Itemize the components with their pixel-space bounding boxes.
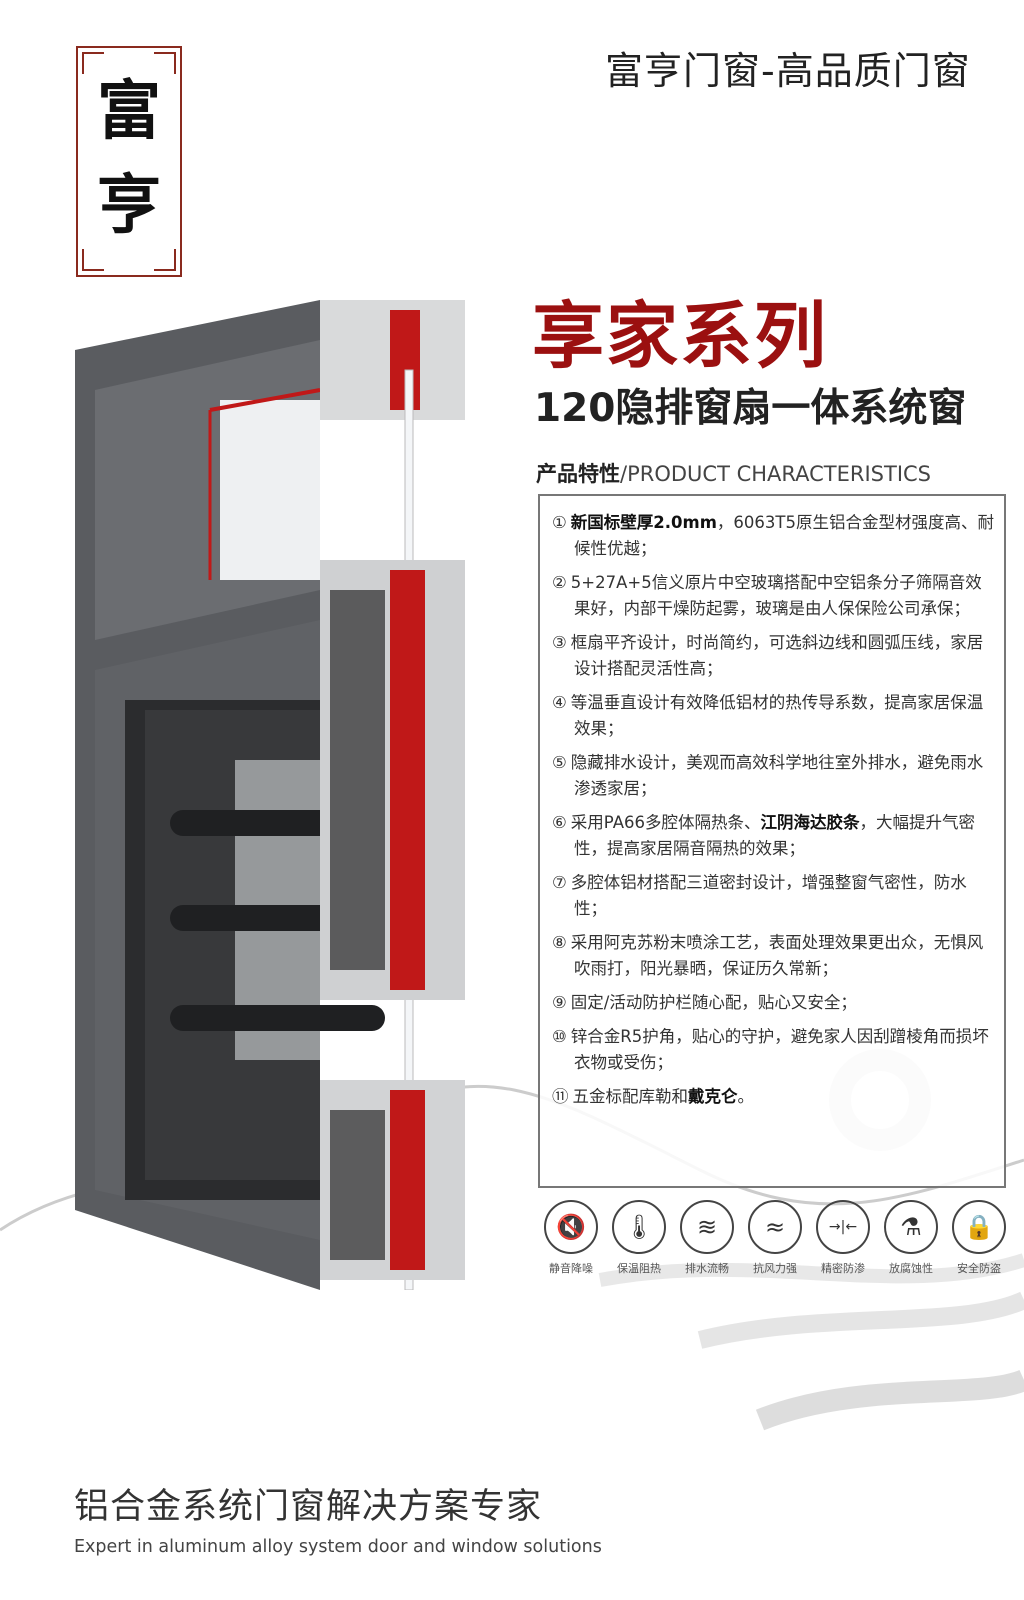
characteristic-text: 固定/活动防护栏随心配，贴心又安全； [570, 993, 857, 1012]
characteristics-heading: 产品特性/PRODUCT CHARACTERISTICS [536, 460, 931, 488]
feature-badge: ⚗ 放腐蚀性 [880, 1200, 942, 1276]
heading-en: PRODUCT CHARACTERISTICS [627, 462, 932, 486]
characteristic-number: ⑦ [552, 873, 567, 892]
feature-badge: 🔒 安全防盗 [948, 1200, 1010, 1276]
feature-label: 静音降噪 [549, 1262, 593, 1275]
shield-lock-icon: 🔒 [952, 1200, 1006, 1254]
characteristic-bold: 新国标壁厚2.0mm [570, 513, 717, 532]
seal-arrows-icon: →|← [816, 1200, 870, 1254]
logo-char-2: 亨 [97, 168, 161, 243]
characteristic-number: ⑪ [552, 1087, 569, 1106]
feature-badge: 🔇 静音降噪 [540, 1200, 602, 1276]
characteristic-text: 。 [737, 1087, 755, 1106]
brand-logo: 富 亨 [76, 46, 182, 277]
feature-label: 保温阻热 [617, 1262, 661, 1275]
water-flow-icon: ≋ [680, 1200, 734, 1254]
feature-icons-row: 🔇 静音降噪 🌡 保温阻热 ≋ 排水流畅 ≈ 抗风力强 →|← 精密防渗 ⚗ 放腐蚀性 🔒 安全防盗 [540, 1200, 1010, 1276]
characteristic-text: 隐藏排水设计，美观而高效科学地往室外排水，避免雨水渗透家居； [570, 753, 984, 798]
feature-badge: 🌡 保温阻热 [608, 1200, 670, 1276]
characteristic-text: 锌合金R5护角，贴心的守护，避免家人因刮蹭棱角而损坏衣物或受伤； [570, 1027, 989, 1072]
characteristic-number: ⑥ [552, 813, 567, 832]
corrosion-icon: ⚗ [884, 1200, 938, 1254]
logo-char-1: 富 [97, 74, 161, 149]
feature-badge: ≋ 排水流畅 [676, 1200, 738, 1276]
characteristic-text: ，6063T5原生铝合金型材强度高、耐候性优越； [574, 513, 994, 558]
characteristic-text: 等温垂直设计有效降低铝材的热传导系数，提高家居保温效果； [570, 693, 984, 738]
feature-badge: →|← 精密防渗 [812, 1200, 874, 1276]
product-subtitle: 120隐排窗扇一体系统窗 [534, 386, 967, 431]
feature-badge: ≈ 抗风力强 [744, 1200, 806, 1276]
heading-cn: 产品特性 [536, 462, 620, 486]
feature-label: 抗风力强 [753, 1262, 797, 1275]
characteristic-text: 采用阿克苏粉末喷涂工艺，表面处理效果更出众，无惧风吹雨打，阳光暴晒，保证历久常新… [570, 933, 984, 978]
characteristic-text: 多腔体铝材搭配三道密封设计，增强整窗气密性，防水性； [570, 873, 967, 918]
characteristic-text: 五金标配库勒和 [572, 1087, 689, 1106]
characteristic-number: ④ [552, 693, 567, 712]
window-profile-illustration [75, 300, 465, 1290]
heading-sep: / [620, 462, 628, 486]
characteristic-number: ① [552, 513, 567, 532]
series-title: 享家系列 [532, 294, 829, 378]
characteristic-number: ② [552, 573, 567, 592]
characteristic-text: 5+27A+5信义原片中空玻璃搭配中空铝条分子筛隔音效果好，内部干燥防起雾，玻璃… [570, 573, 982, 618]
characteristic-text: ，大幅提升气密性，提高家居隔音隔热的效果； [574, 813, 975, 858]
characteristic-number: ⑧ [552, 933, 567, 952]
characteristic-number: ⑨ [552, 993, 567, 1012]
thermometer-icon: 🌡 [612, 1200, 666, 1254]
characteristic-number: ⑤ [552, 753, 567, 772]
brand-slogan: 富亨门窗-高品质门窗 [605, 49, 971, 93]
footer-tagline-en: Expert in aluminum alloy system door and… [74, 1537, 602, 1557]
characteristic-number: ③ [552, 633, 567, 652]
mute-icon: 🔇 [544, 1200, 598, 1254]
characteristic-text: 采用PA66多腔体隔热条、 [570, 813, 761, 832]
wind-icon: ≈ [748, 1200, 802, 1254]
characteristic-bold: 戴克仑 [688, 1087, 738, 1106]
feature-label: 排水流畅 [685, 1262, 729, 1275]
characteristic-number: ⑩ [552, 1027, 567, 1046]
feature-label: 安全防盗 [957, 1262, 1001, 1275]
feature-label: 精密防渗 [821, 1262, 865, 1275]
characteristic-text: 框扇平齐设计，时尚简约，可选斜边线和圆弧压线，家居设计搭配灵活性高； [570, 633, 984, 678]
footer-tagline-cn: 铝合金系统门窗解决方案专家 [74, 1487, 543, 1527]
feature-label: 放腐蚀性 [889, 1262, 933, 1275]
characteristic-bold: 江阴海达胶条 [760, 813, 860, 832]
